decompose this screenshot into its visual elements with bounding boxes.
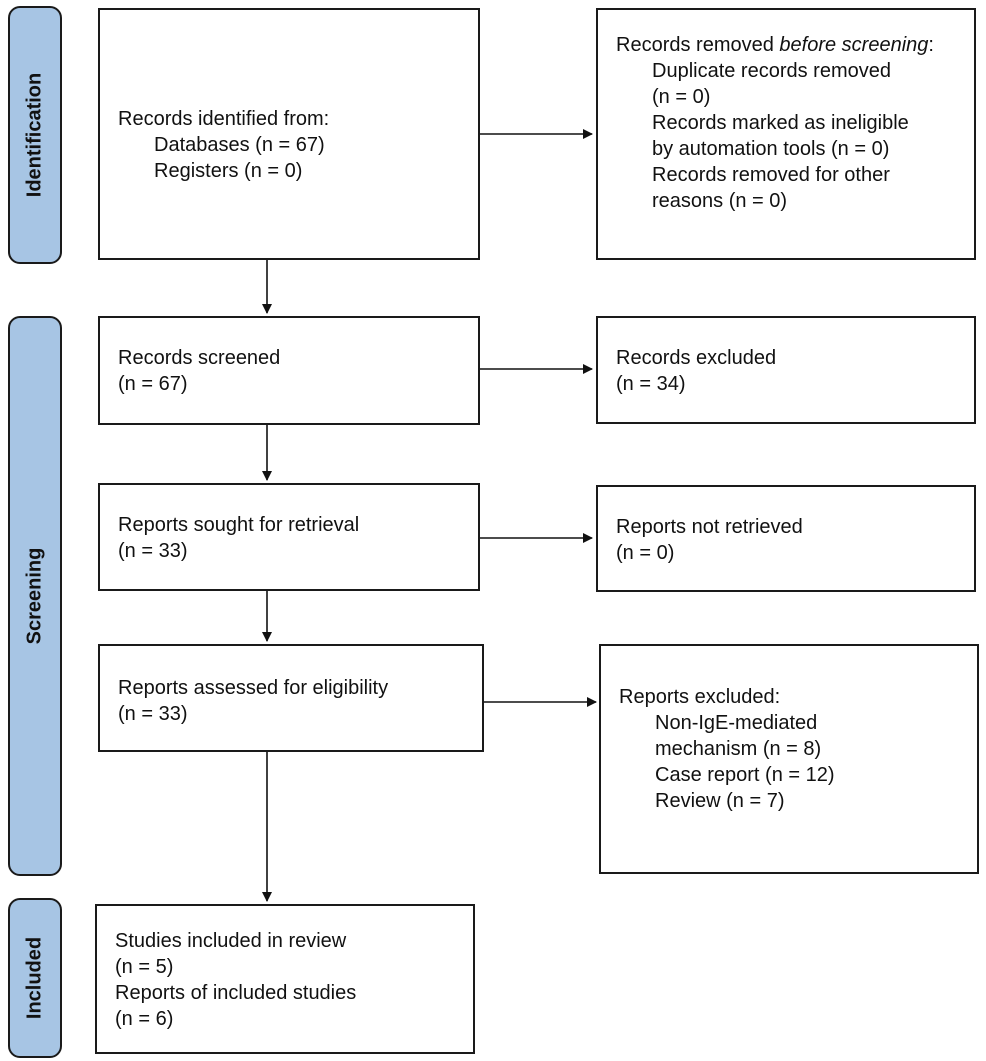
reports-excluded-title: Reports excluded:: [619, 686, 781, 708]
removed-other-line2: reasons (n = 0): [652, 190, 788, 212]
removed-ineligible-line1: Records marked as ineligible: [652, 112, 909, 134]
included-reports: Reports of included studies: [115, 982, 357, 1004]
included-studies: Studies included in review: [115, 930, 347, 952]
removed-duplicates-line2: (n = 0): [652, 86, 711, 108]
phase-identification: Identification: [8, 6, 62, 264]
included-studies-count: (n = 5): [115, 956, 174, 978]
removed-ineligible-line2: by automation tools (n = 0): [652, 138, 890, 160]
screened-count: (n = 67): [118, 373, 188, 395]
included-reports-count: (n = 6): [115, 1008, 174, 1030]
removed-title-end: :: [928, 34, 934, 56]
removed-title-start: Records removed: [616, 34, 780, 56]
reports-excluded-non-ige-line1: Non-IgE-mediated: [655, 712, 818, 734]
box-records-screened: Records screened (n = 67): [98, 316, 480, 425]
box-records-excluded: Records excluded (n = 34): [596, 316, 976, 424]
removed-title: Records removed before screening:: [616, 32, 968, 58]
excluded-title: Records excluded: [616, 347, 777, 369]
box-reports-sought: Reports sought for retrieval (n = 33): [98, 483, 480, 591]
box-records-removed: Records removed before screening: Duplic…: [596, 8, 976, 260]
box-reports-excluded: Reports excluded: Non-IgE-mediated mecha…: [599, 644, 979, 874]
sought-count: (n = 33): [118, 540, 188, 562]
box-studies-included: Studies included in review (n = 5) Repor…: [95, 904, 475, 1054]
phase-screening: Screening: [8, 316, 62, 876]
phase-included: Included: [8, 898, 62, 1058]
removed-title-emphasis: before screening: [779, 34, 929, 56]
box-records-identified: Records identified from: Databases (n = …: [98, 8, 480, 260]
box-reports-assessed: Reports assessed for eligibility (n = 33…: [98, 644, 484, 752]
identified-title: Records identified from:: [118, 108, 330, 130]
removed-other-line1: Records removed for other: [652, 164, 890, 186]
screened-title: Records screened: [118, 347, 281, 369]
assessed-count: (n = 33): [118, 703, 188, 725]
not-retrieved-title: Reports not retrieved: [616, 516, 803, 538]
not-retrieved-count: (n = 0): [616, 542, 675, 564]
reports-excluded-review: Review (n = 7): [655, 790, 785, 812]
identified-registers: Registers (n = 0): [154, 160, 303, 182]
reports-excluded-case-report: Case report (n = 12): [655, 764, 835, 786]
excluded-count: (n = 34): [616, 373, 686, 395]
identified-databases: Databases (n = 67): [154, 134, 325, 156]
box-reports-not-retrieved: Reports not retrieved (n = 0): [596, 485, 976, 592]
reports-excluded-non-ige-line2: mechanism (n = 8): [655, 738, 822, 760]
sought-title: Reports sought for retrieval: [118, 514, 360, 536]
removed-duplicates-line1: Duplicate records removed: [652, 60, 891, 82]
assessed-title: Reports assessed for eligibility: [118, 677, 389, 699]
